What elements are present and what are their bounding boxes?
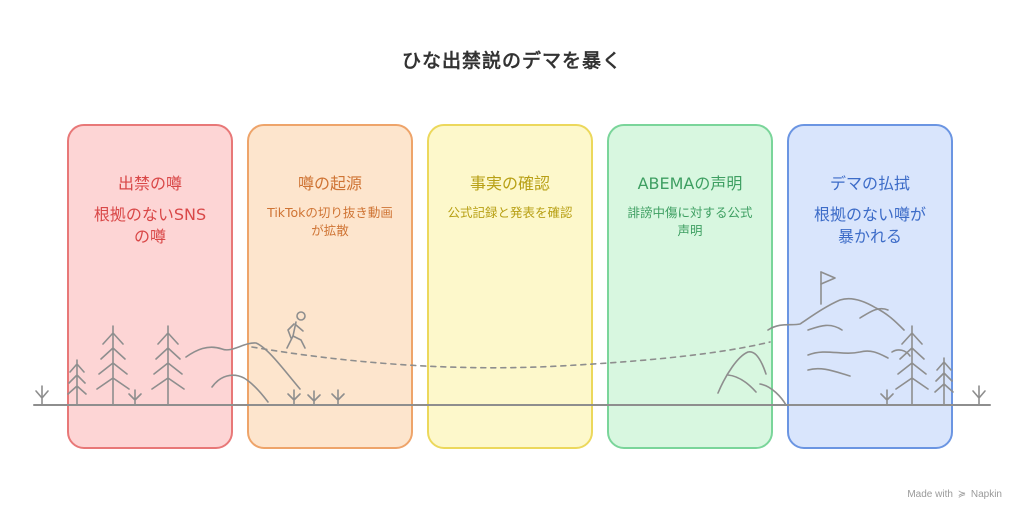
pine-tree	[934, 357, 954, 406]
stage-card-origin: 噂の起源 TikTokの切り抜き動画 が拡散	[247, 124, 413, 449]
stage-title: 事実の確認	[469, 174, 550, 193]
napkin-brand: Napkin	[970, 489, 1002, 500]
grass-tuft	[972, 385, 986, 406]
flag-icon	[820, 271, 836, 305]
stage-description: 根拠のないSNS の噂	[93, 205, 207, 247]
pine-tree	[895, 325, 929, 406]
stage-description: 根拠のない噂が 暴かれる	[813, 205, 926, 247]
pine-tree	[151, 325, 185, 406]
footer-credit: Made with ≽ Napkin	[907, 489, 1002, 500]
page-title: ひな出禁説のデマを暴く	[401, 50, 622, 72]
grass-tuft	[287, 389, 345, 406]
pine-tree	[128, 389, 142, 406]
right-mountain	[717, 297, 911, 406]
stage-card-fact-check: 事実の確認 公式記録と発表を確認	[427, 124, 593, 449]
pine-tree	[880, 389, 894, 406]
stage-description: 誹謗中傷に対する公式 声明	[627, 205, 753, 238]
stage-title: ABEMAの声明	[637, 174, 743, 193]
stage-description: TikTokの切り抜き動画 が拡散	[267, 205, 393, 238]
left-hill	[185, 342, 301, 403]
hiker-icon	[286, 311, 306, 349]
pine-tree	[96, 325, 130, 406]
stage-title: デマの払拭	[829, 174, 910, 193]
dashed-journey-path	[251, 341, 771, 369]
stage-card-debunk: デマの払拭 根拠のない噂が 暴かれる	[787, 124, 953, 449]
napkin-logo-icon: ≽	[957, 489, 967, 500]
pine-tree	[67, 359, 87, 406]
grass-tuft	[35, 385, 49, 406]
stage-description: 公式記録と発表を確認	[447, 205, 573, 220]
stage-title: 出禁の噂	[117, 174, 182, 193]
stage-title: 噂の起源	[297, 174, 362, 193]
stage-card-statement: ABEMAの声明 誹謗中傷に対する公式 声明	[607, 124, 773, 449]
stage-card-rumor: 出禁の噂 根拠のないSNS の噂	[67, 124, 233, 449]
made-with-label: Made with	[907, 489, 953, 500]
